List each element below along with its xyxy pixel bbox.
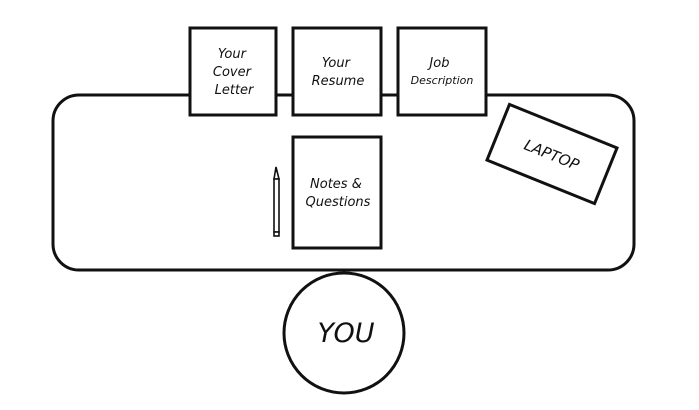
svg-text:Your Resume: Your Resume <box>312 56 365 89</box>
resume-document: Your Resume <box>291 26 383 117</box>
svg-text:Notes & Questions: Notes & Questions <box>306 177 371 210</box>
you-circle: YOU <box>282 271 406 395</box>
svg-text:Job Description: Job Description <box>411 52 474 87</box>
job-description-line-1: Job <box>426 56 449 71</box>
job-description-line-2: Description <box>411 74 474 87</box>
notes-questions-document: Notes & Questions <box>291 135 383 250</box>
cover-letter-line-2: Cover <box>213 65 253 80</box>
resume-line-2: Resume <box>312 74 365 89</box>
laptop: LAPTOP <box>485 102 619 206</box>
job-description-document: Job Description <box>396 26 488 117</box>
cover-letter-document: Your Cover Letter <box>188 26 278 117</box>
notes-line-2: Questions <box>306 195 371 210</box>
cover-letter-line-1: Your <box>218 47 248 62</box>
cover-letter-line-3: Letter <box>215 83 255 98</box>
resume-line-1: Your <box>322 56 352 71</box>
notes-line-1: Notes & <box>310 177 362 192</box>
pencil-icon <box>273 166 281 237</box>
svg-text:Your Cover Letter: Your Cover Letter <box>213 47 255 98</box>
you-label: YOU <box>317 318 374 349</box>
